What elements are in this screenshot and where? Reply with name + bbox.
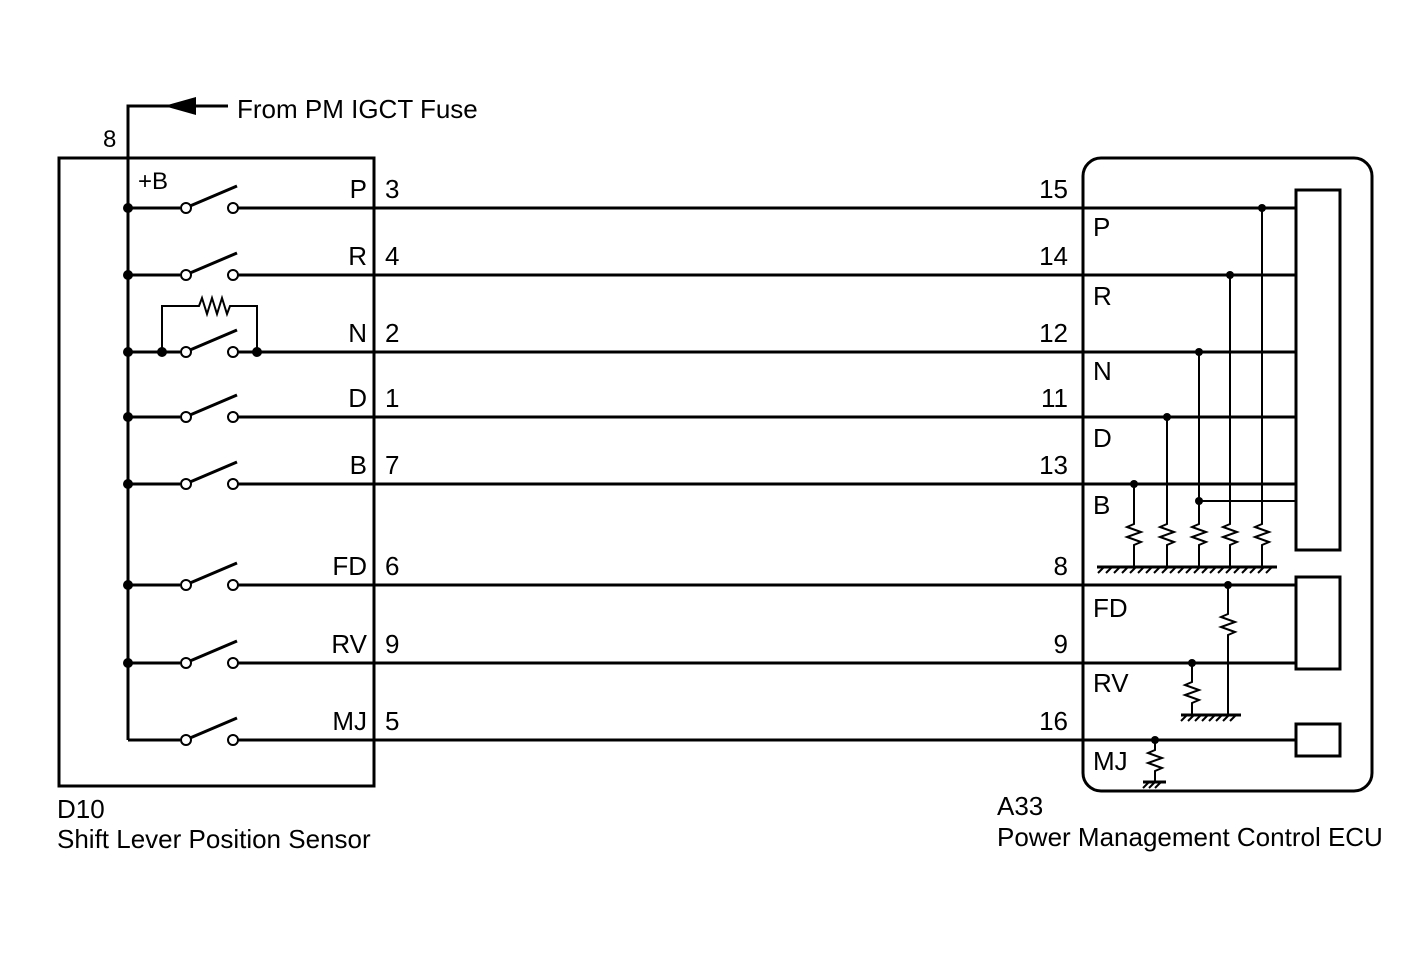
power-source-label: From PM IGCT Fuse <box>237 94 478 124</box>
ecu-pulldown-network <box>1097 204 1296 574</box>
ecu-connector-id: A33 <box>997 791 1043 821</box>
n-bypass-resistor <box>157 294 262 357</box>
ecu-signal-label: P <box>1093 212 1110 242</box>
sensor-pin-number: 6 <box>385 551 399 581</box>
plus-b-label: +B <box>138 168 168 195</box>
sensor-box <box>57 156 376 788</box>
ecu-pin-number: 13 <box>1039 450 1068 480</box>
sensor-signal-label: MJ <box>332 706 367 736</box>
sensor-pin-number: 9 <box>385 629 399 659</box>
ecu-box <box>1081 156 1374 793</box>
sensor-pin-number: 7 <box>385 450 399 480</box>
power-feed: From PM IGCT Fuse 8 <box>103 94 478 158</box>
ecu-pin-number: 9 <box>1054 629 1068 659</box>
ecu-logic-block-main <box>1294 188 1342 552</box>
ground-bar-fd-rv-icon <box>1180 713 1241 722</box>
sensor-pin-number: 2 <box>385 318 399 348</box>
sensor-pin-number: 4 <box>385 241 399 271</box>
sensor-signal-label: B <box>350 450 367 480</box>
ecu-pin-number: 11 <box>1041 383 1068 413</box>
sensor-signal-label: D <box>348 383 367 413</box>
sensor-component: +B D10 Shift Lever Position Sensor <box>57 156 376 854</box>
arrow-left-icon <box>164 97 196 115</box>
ecu-signal-label: RV <box>1093 668 1129 698</box>
sensor-signal-label: N <box>348 318 367 348</box>
ecu-name: Power Management Control ECU <box>997 822 1383 852</box>
ground-bar-mj-icon <box>1142 780 1166 789</box>
switch-icon <box>180 328 239 358</box>
sensor-pin-number: 3 <box>385 174 399 204</box>
ecu-signal-label: B <box>1093 490 1110 520</box>
switch-icon <box>180 393 239 423</box>
ecu-pin-number: 12 <box>1039 318 1068 348</box>
ecu-signal-label: MJ <box>1093 746 1128 776</box>
ecu-logic-block-fd-rv <box>1294 575 1342 671</box>
switch-icon <box>180 184 239 214</box>
sensor-connector-id: D10 <box>57 794 105 824</box>
ecu-signal-label: D <box>1093 423 1112 453</box>
ecu-pin-number: 16 <box>1039 706 1068 736</box>
ecu-pin-number: 8 <box>1054 551 1068 581</box>
ecu-fd-rv-network <box>1180 581 1241 722</box>
switch-icon <box>180 639 239 669</box>
switch-icon <box>180 716 239 746</box>
switch-icon <box>180 460 239 490</box>
ecu-component: A33 Power Management Control ECU <box>997 156 1383 852</box>
sensor-signal-label: P <box>350 174 367 204</box>
resistor-array <box>1124 520 1272 567</box>
ecu-signal-label: FD <box>1093 593 1128 623</box>
sensor-signal-label: R <box>348 241 367 271</box>
sensor-pin-number: 5 <box>385 706 399 736</box>
sensor-signal-label: RV <box>331 629 367 659</box>
ecu-signal-label: R <box>1093 281 1112 311</box>
sensor-pin-number: 1 <box>385 383 399 413</box>
ground-bar-main-icon <box>1097 565 1277 574</box>
sensor-name: Shift Lever Position Sensor <box>57 824 371 854</box>
ecu-logic-block-mj <box>1294 722 1342 758</box>
ecu-signal-label: N <box>1093 356 1112 386</box>
power-pin-number: 8 <box>103 126 116 153</box>
sensor-signal-label: FD <box>332 551 367 581</box>
switch-icon <box>180 251 239 281</box>
ecu-mj-network <box>1142 736 1166 789</box>
ecu-pin-number: 14 <box>1039 241 1068 271</box>
ecu-pin-number: 15 <box>1039 174 1068 204</box>
switch-icon <box>180 561 239 591</box>
